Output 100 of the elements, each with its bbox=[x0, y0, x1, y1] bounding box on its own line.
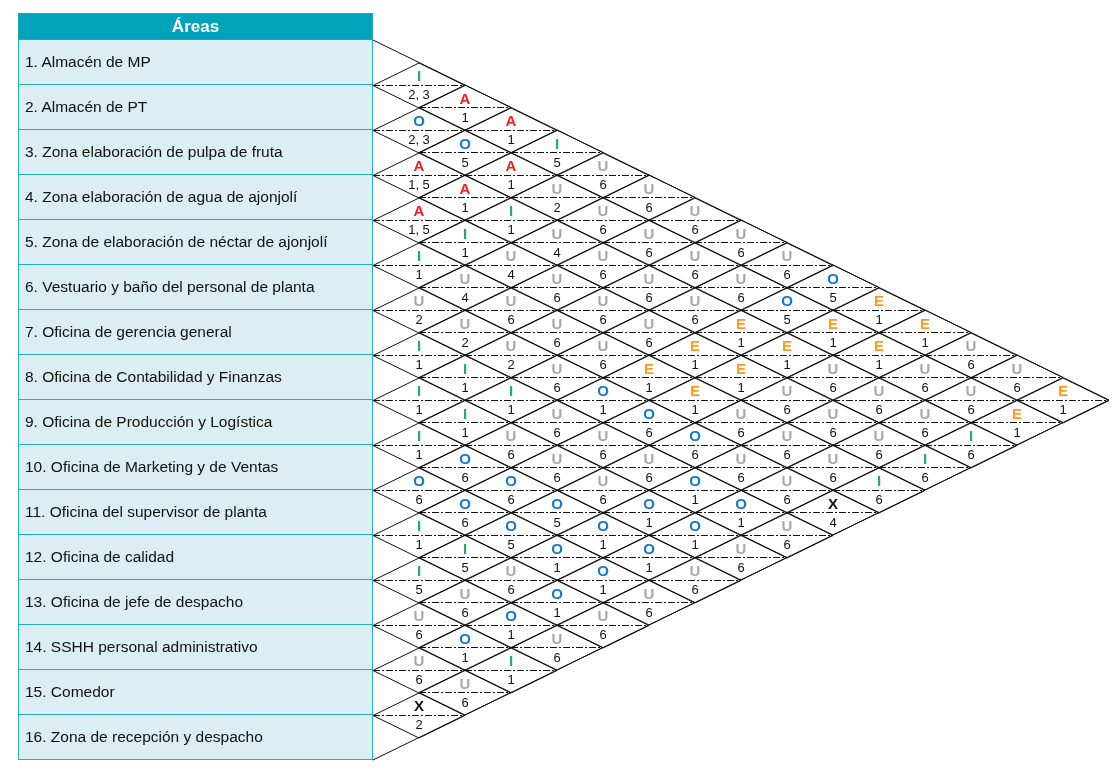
reason-code: 1 bbox=[553, 605, 561, 619]
closeness-rating: O bbox=[459, 450, 471, 466]
reason-code: 6 bbox=[553, 470, 561, 484]
closeness-rating: U bbox=[735, 540, 747, 556]
reason-code: 6 bbox=[507, 448, 515, 461]
reason-code: 1 bbox=[691, 538, 699, 551]
closeness-rating: E bbox=[644, 360, 654, 376]
closeness-rating: O bbox=[597, 518, 609, 533]
reason-code: 6 bbox=[1013, 380, 1021, 394]
closeness-rating: O bbox=[689, 518, 701, 533]
closeness-rating: I bbox=[416, 383, 422, 398]
closeness-rating: O bbox=[735, 495, 747, 511]
reason-code: 1 bbox=[691, 493, 699, 506]
closeness-rating: E bbox=[736, 360, 746, 376]
closeness-rating: O bbox=[597, 563, 609, 578]
area-row: 9. Oficina de Producción y Logística bbox=[18, 400, 373, 445]
reason-code: 6 bbox=[875, 493, 883, 506]
reason-code: 1 bbox=[507, 133, 515, 146]
closeness-rating: U bbox=[459, 270, 471, 286]
closeness-rating: I bbox=[462, 225, 468, 241]
closeness-rating: I bbox=[968, 428, 974, 443]
closeness-rating: A bbox=[413, 203, 425, 218]
closeness-rating: U bbox=[965, 383, 977, 398]
closeness-rating: X bbox=[828, 495, 838, 511]
area-row: 13. Oficina de jefe de despacho bbox=[18, 580, 373, 625]
reason-code: 6 bbox=[783, 268, 791, 281]
area-row: 3. Zona elaboración de pulpa de fruta bbox=[18, 130, 373, 175]
closeness-rating: U bbox=[551, 630, 563, 646]
reason-code: 4 bbox=[507, 268, 515, 281]
closeness-rating: U bbox=[827, 450, 839, 466]
closeness-rating: O bbox=[827, 270, 839, 286]
area-row: 6. Vestuario y baño del personal de planta bbox=[18, 265, 373, 310]
reason-code: 6 bbox=[783, 493, 791, 506]
closeness-rating: U bbox=[597, 473, 609, 488]
reason-code: 6 bbox=[415, 493, 423, 506]
reason-code: 1 bbox=[415, 268, 423, 281]
reason-code: 6 bbox=[645, 425, 653, 439]
closeness-rating: O bbox=[505, 518, 517, 533]
reason-code: 6 bbox=[967, 403, 975, 416]
reason-code: 1 bbox=[461, 110, 469, 124]
area-row: 16. Zona de recepción y despacho bbox=[18, 715, 373, 760]
reason-code: 1, 5 bbox=[408, 178, 430, 191]
reason-code: 6 bbox=[599, 358, 607, 371]
reason-code: 5 bbox=[507, 538, 515, 551]
reason-code: 6 bbox=[461, 470, 469, 484]
closeness-rating: U bbox=[597, 428, 609, 443]
closeness-rating: U bbox=[643, 180, 655, 196]
closeness-rating: O bbox=[689, 473, 701, 488]
closeness-rating: O bbox=[597, 383, 609, 398]
reason-code: 6 bbox=[645, 470, 653, 484]
area-row: 8. Oficina de Contabilidad y Finanzas bbox=[18, 355, 373, 400]
area-row: 12. Oficina de calidad bbox=[18, 535, 373, 580]
closeness-rating: O bbox=[505, 608, 517, 623]
reason-code: 1 bbox=[507, 223, 515, 236]
reason-code: 1 bbox=[507, 178, 515, 191]
reason-code: 2, 3 bbox=[408, 133, 430, 146]
reason-code: 1 bbox=[921, 335, 929, 349]
closeness-rating: I bbox=[554, 135, 560, 151]
reason-code: 6 bbox=[415, 628, 423, 641]
closeness-rating: U bbox=[1011, 360, 1023, 376]
reason-code: 6 bbox=[737, 290, 745, 304]
closeness-rating: U bbox=[505, 293, 517, 308]
closeness-rating: U bbox=[827, 360, 839, 376]
reason-code: 6 bbox=[967, 358, 975, 371]
reason-code: 6 bbox=[645, 335, 653, 349]
closeness-rating: A bbox=[459, 90, 471, 106]
reason-code: 1 bbox=[645, 380, 653, 394]
reason-code: 6 bbox=[737, 425, 745, 439]
closeness-rating: U bbox=[413, 653, 425, 668]
closeness-rating: I bbox=[416, 338, 422, 353]
closeness-rating: U bbox=[735, 450, 747, 466]
closeness-rating: U bbox=[919, 405, 931, 421]
area-row: 10. Oficina de Marketing y de Ventas bbox=[18, 445, 373, 490]
closeness-rating: U bbox=[551, 450, 563, 466]
reason-code: 6 bbox=[507, 583, 515, 596]
closeness-rating: E bbox=[690, 338, 700, 353]
closeness-rating: E bbox=[1012, 405, 1022, 421]
reason-code: 2 bbox=[553, 200, 561, 214]
closeness-rating: I bbox=[416, 428, 422, 443]
reason-code: 1 bbox=[875, 313, 883, 326]
reason-code: 5 bbox=[553, 515, 561, 529]
reason-code: 6 bbox=[645, 200, 653, 214]
closeness-rating: I bbox=[416, 68, 422, 83]
table-header: Áreas bbox=[18, 13, 373, 40]
closeness-rating: A bbox=[505, 113, 517, 128]
reason-code: 5 bbox=[553, 155, 561, 169]
closeness-rating: I bbox=[416, 248, 422, 263]
closeness-rating: I bbox=[922, 450, 928, 466]
closeness-rating: E bbox=[782, 338, 792, 353]
closeness-rating: I bbox=[508, 383, 514, 398]
closeness-rating: U bbox=[551, 180, 563, 196]
reason-code: 6 bbox=[553, 335, 561, 349]
closeness-rating: U bbox=[781, 383, 793, 398]
reason-code: 1 bbox=[461, 380, 469, 394]
reason-code: 1 bbox=[1013, 425, 1021, 439]
closeness-rating: U bbox=[597, 338, 609, 353]
reason-code: 6 bbox=[461, 605, 469, 619]
area-row: 5. Zona de elaboración de néctar de ajonjolí bbox=[18, 220, 373, 265]
reason-code: 5 bbox=[415, 583, 423, 596]
reason-code: 1 bbox=[645, 515, 653, 529]
